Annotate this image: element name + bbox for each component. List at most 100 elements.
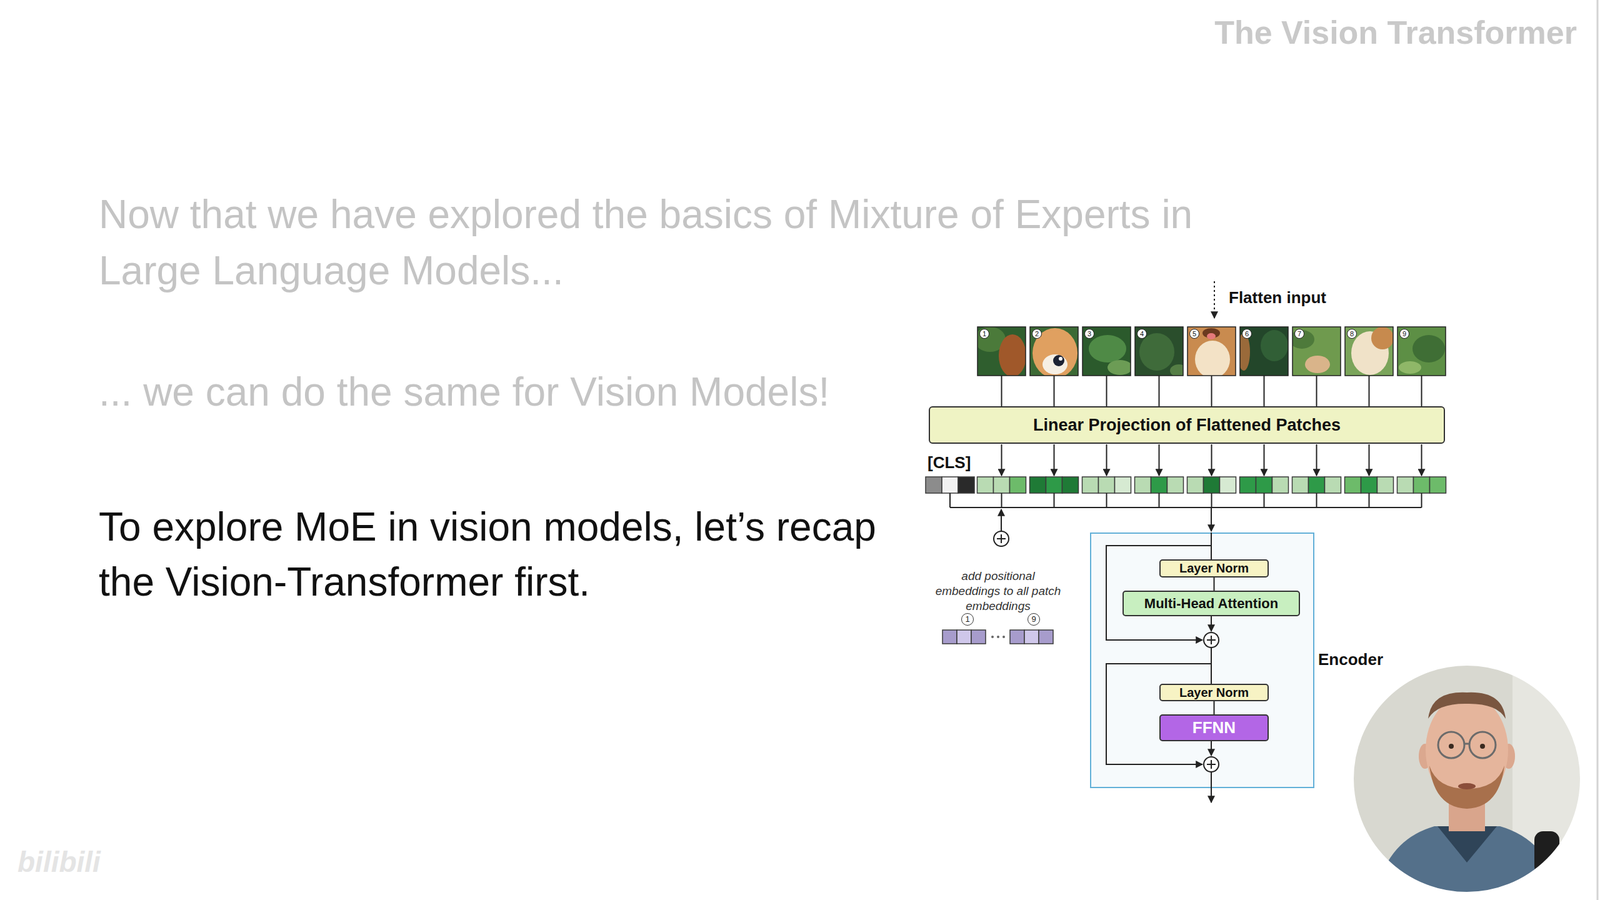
patch-border	[977, 326, 1026, 376]
slide-border	[1596, 0, 1599, 900]
watermark: bilibili	[17, 845, 101, 879]
image-patch	[1371, 326, 1394, 350]
image-patch	[1030, 326, 1079, 376]
projection-arrow	[1316, 444, 1318, 476]
node-label: FFNN	[1192, 718, 1236, 738]
photo-frame	[1352, 664, 1582, 894]
patch-token-cell	[1030, 476, 1047, 494]
image-patch: 4	[1135, 326, 1184, 376]
bracket-tick	[1001, 493, 1003, 508]
connector	[1213, 701, 1215, 715]
patch-border	[1187, 326, 1236, 376]
projection-arrow	[1263, 444, 1265, 476]
encoder-input-arrow	[1210, 507, 1212, 532]
encoder-wires	[1106, 545, 1212, 640]
patch-token-cell	[1292, 476, 1309, 494]
patch-border	[1240, 326, 1289, 376]
bracket-line	[950, 506, 1422, 509]
image-patch	[1412, 335, 1445, 363]
slide-border	[1597, 0, 1599, 900]
node-label: Layer Norm	[1179, 561, 1249, 576]
image-patch	[1032, 328, 1078, 376]
patch-token-cell	[1098, 476, 1115, 494]
callout-number: 4	[1136, 328, 1147, 339]
connector	[1001, 375, 1003, 407]
image-patch	[1187, 326, 1236, 376]
patch-token-cell	[993, 476, 1010, 494]
bracket-tick	[1368, 493, 1370, 508]
node-label: Linear Projection of Flattened Patches	[1033, 415, 1341, 435]
add-symbol	[1000, 534, 1002, 544]
projection-arrow	[1001, 444, 1003, 476]
callout-number: 2	[1031, 328, 1042, 339]
encoder-wires	[1106, 532, 1212, 803]
connector	[1211, 375, 1213, 407]
callout-number: 1	[979, 328, 990, 339]
add-symbol	[1000, 509, 1002, 532]
bracket-tick	[1158, 493, 1160, 508]
node-label: Multi-Head Attention	[1144, 595, 1279, 612]
patch-token-cell	[1220, 476, 1237, 494]
image-patch: 5	[1187, 326, 1236, 376]
image-patch: 9	[1397, 326, 1446, 376]
projection-arrow	[1158, 444, 1160, 476]
encoder-block: EncoderLayer NormMulti-Head AttentionLay…	[1090, 532, 1315, 789]
projection-arrow	[1211, 444, 1213, 476]
cls-token-cell	[958, 476, 975, 494]
residual-add	[1203, 632, 1219, 772]
residual-add	[1206, 763, 1216, 765]
image-patch: 2	[1030, 326, 1079, 376]
patch-border	[1397, 326, 1446, 376]
residual-add	[1203, 632, 1219, 648]
connector	[1368, 375, 1370, 407]
residual-add	[1206, 639, 1216, 641]
patch-token-cell	[1413, 476, 1430, 494]
patch-border	[1030, 326, 1079, 376]
token-wires	[950, 444, 1422, 532]
presenter-photo	[1429, 765, 1505, 809]
patch-token-cell	[1397, 476, 1414, 494]
image-patch	[977, 326, 1026, 376]
image-patch	[1260, 330, 1289, 362]
image-patch	[1305, 355, 1330, 374]
bracket-tick	[1211, 493, 1213, 508]
flatten-arrow	[1213, 281, 1215, 319]
callout-number: 8	[1346, 328, 1357, 339]
intro-text: Now that we have explored the basics of …	[98, 186, 1230, 299]
patch-token-cell	[977, 476, 994, 494]
image-patch	[1240, 326, 1289, 376]
image-patch	[1206, 333, 1216, 340]
image-patch	[1397, 326, 1446, 376]
patch-token-cell	[1430, 476, 1447, 494]
ellipsis-dot	[996, 635, 1000, 639]
position-token-cell	[971, 630, 986, 644]
connector	[1053, 375, 1055, 407]
ellipsis-dot	[991, 635, 994, 639]
cls-token-cell	[941, 476, 959, 494]
image-patch: 1	[977, 326, 1026, 376]
presenter-photo	[1448, 793, 1485, 832]
presenter-photo	[1428, 692, 1506, 719]
patch-token-cell	[1046, 476, 1063, 494]
body-text: To explore MoE in vision models, let’s r…	[98, 499, 880, 610]
projection-box: Linear Projection of Flattened Patches	[928, 406, 1445, 444]
bracket-tick	[1316, 493, 1318, 508]
presenter-photo	[1469, 731, 1496, 759]
callout-number: 5	[1189, 328, 1200, 339]
patch-token-cell	[1308, 476, 1325, 494]
cls-token-cell	[925, 476, 942, 494]
bracket-tick	[949, 493, 951, 508]
callout-number: 1	[961, 613, 974, 626]
patch-token-cell	[1062, 476, 1079, 494]
patch-token-cell	[1203, 476, 1220, 494]
image-patch	[1042, 354, 1068, 375]
image-patch	[1135, 326, 1184, 376]
input-label: Flatten input	[1228, 288, 1327, 308]
encoder-wires	[1210, 771, 1212, 803]
presenter-photo	[1438, 731, 1465, 759]
image-patch	[1139, 333, 1175, 371]
